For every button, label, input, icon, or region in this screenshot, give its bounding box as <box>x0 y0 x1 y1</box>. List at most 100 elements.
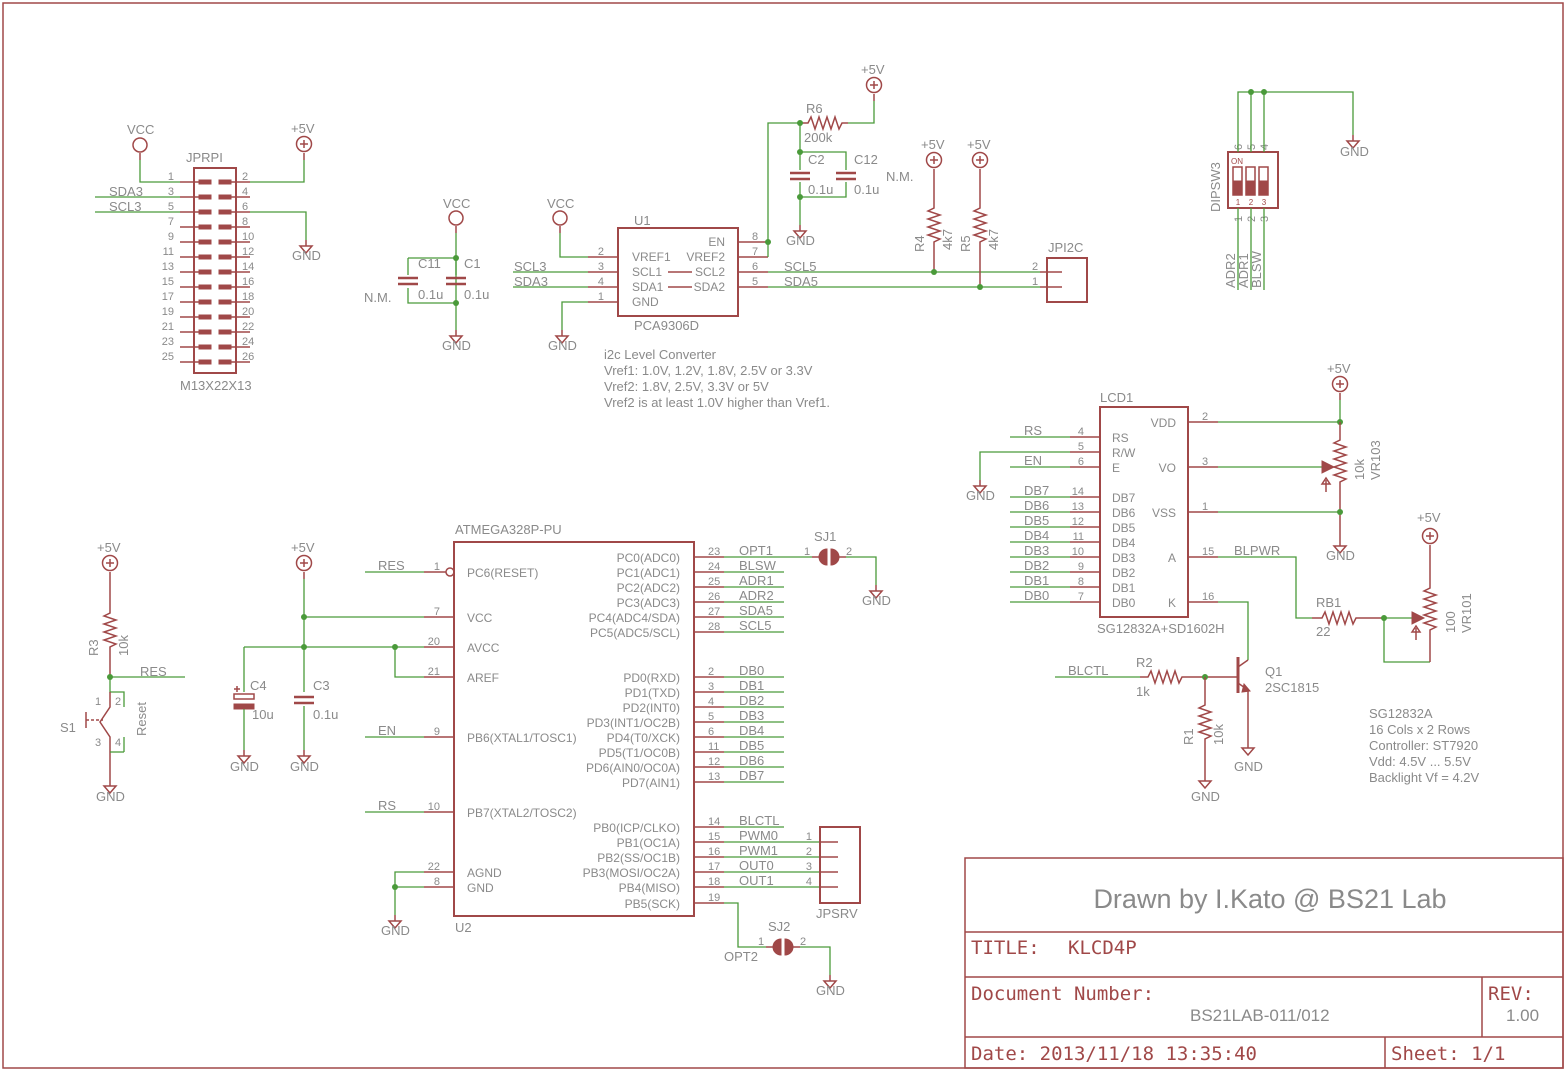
pin-number: 1 <box>95 696 101 708</box>
net-label: EN <box>378 723 396 738</box>
pin-label: VDD <box>1151 416 1177 430</box>
pin-number: 25 <box>708 576 720 588</box>
switch-number: 3 <box>1262 198 1267 207</box>
title-label: TITLE: <box>971 937 1040 959</box>
pin-label: DB6 <box>1112 506 1136 520</box>
pin-number: 13 <box>1072 501 1084 513</box>
net-label: EN <box>1024 453 1042 468</box>
pin-label: AGND <box>467 866 502 880</box>
note-line: Vref2 is at least 1.0V higher than Vref1… <box>604 395 830 410</box>
net-label: SCL5 <box>739 618 772 633</box>
pin-number: 16 <box>1202 591 1214 603</box>
pin-number: 18 <box>708 876 720 888</box>
pin-number: 12 <box>708 756 720 768</box>
pin-number: 6 <box>1233 144 1245 150</box>
pin-number: 2 <box>1246 216 1258 222</box>
gnd-label: GND <box>292 248 321 263</box>
net-label: OUT1 <box>739 873 774 888</box>
net-label: BLSW <box>739 558 777 573</box>
pin-label: SDA1 <box>632 280 664 294</box>
pin-number: 10 <box>1072 546 1084 558</box>
pin-number: 15 <box>708 831 720 843</box>
gnd-label: GND <box>381 923 410 938</box>
pin-number: 15 <box>162 276 174 288</box>
c4-value: 10u <box>252 707 274 722</box>
pin-label: K <box>1168 596 1176 610</box>
gnd-label: GND <box>290 759 319 774</box>
r3-label: R3 <box>86 639 101 656</box>
net-label: RS <box>1024 423 1042 438</box>
pin-number: 7 <box>752 246 758 258</box>
pin-pad <box>218 314 232 320</box>
pin-number: 4 <box>708 696 714 708</box>
pin-label: PC6(RESET) <box>467 566 538 580</box>
note-line: Vref1: 1.0V, 1.2V, 1.8V, 2.5V or 3.3V <box>604 363 813 378</box>
pin-label: R/W <box>1112 446 1136 460</box>
pin-number: 27 <box>708 606 720 618</box>
p5v-label: +5V <box>291 121 315 136</box>
p5v-label: +5V <box>97 540 121 555</box>
pin-label: PD3(INT1/OC2B) <box>587 716 680 730</box>
net-label: DB6 <box>1024 498 1049 513</box>
pin-number: 25 <box>162 351 174 363</box>
pin-label: PC2(ADC2) <box>617 581 680 595</box>
r6-value: 200k <box>804 130 833 145</box>
pin-number: 8 <box>434 876 440 888</box>
net-sda3: SDA3 <box>109 184 143 199</box>
q1-label: Q1 <box>1265 664 1282 679</box>
note-line: Backlight Vf = 4.2V <box>1369 770 1480 785</box>
solder-jumpers: SJ1 1 2 GND SJ2 1 2 OPT2 GND <box>724 529 891 998</box>
pin-number: 3 <box>1259 216 1271 222</box>
s1-value: Reset <box>134 702 149 736</box>
title-block: Drawn by I.Kato @ BS21 Lab TITLE: KLCD4P… <box>964 857 1564 1069</box>
pin-label: PB5(SCK) <box>625 897 680 911</box>
pin-number: 7 <box>168 216 174 228</box>
net-label: DB3 <box>1024 543 1049 558</box>
u1-value: PCA9306D <box>634 318 699 333</box>
rev-label: REV: <box>1488 983 1534 1005</box>
rb1-value: 22 <box>1316 624 1330 639</box>
pin-label: SCL1 <box>632 265 662 279</box>
gnd-label: GND <box>1191 789 1220 804</box>
pin-label: PD1(TXD) <box>625 686 680 700</box>
pin-pad <box>198 209 212 215</box>
c2-label: C2 <box>808 152 825 167</box>
c3-value: 0.1u <box>313 707 338 722</box>
pin-number: 1 <box>1233 216 1245 222</box>
pin-label: SDA2 <box>694 280 726 294</box>
i2c-pullups: +5V +5V R4 4k7 R5 4k7 <box>912 137 1001 290</box>
pin-pad <box>198 299 212 305</box>
pin-pad <box>218 179 232 185</box>
pin-number: 21 <box>428 666 440 678</box>
c4-label: C4 <box>250 678 267 693</box>
net-label: DB6 <box>739 753 764 768</box>
pin-pad <box>198 194 212 200</box>
u2-name: ATMEGA328P-PU <box>455 522 562 537</box>
gnd-label: GND <box>548 338 577 353</box>
pin-number: 1 <box>434 561 440 573</box>
net-label: OPT1 <box>739 543 773 558</box>
pin-number: 23 <box>708 546 720 558</box>
net-label: PWM0 <box>739 828 778 843</box>
pin-label: VREF2 <box>686 250 725 264</box>
pin-number: 2 <box>708 666 714 678</box>
pin-label: PC0(ADC0) <box>617 551 680 565</box>
pin-pad <box>218 239 232 245</box>
pin-number: 24 <box>708 561 720 573</box>
pin-pad <box>218 329 232 335</box>
net-label: DB4 <box>739 723 764 738</box>
pin-label: RS <box>1112 431 1129 445</box>
pin-number: 1 <box>1032 276 1038 288</box>
pin-number: 14 <box>708 816 720 828</box>
pin-label: DB2 <box>1112 566 1136 580</box>
pin-number: 12 <box>1072 516 1084 528</box>
net-sda3: SDA3 <box>514 274 548 289</box>
pin-pad <box>218 359 232 365</box>
r5-value: 4k7 <box>986 229 1001 250</box>
net-scl5: SCL5 <box>784 259 817 274</box>
pin-number: 2 <box>800 936 806 948</box>
pin-pad <box>198 269 212 275</box>
gnd-label: GND <box>816 983 845 998</box>
